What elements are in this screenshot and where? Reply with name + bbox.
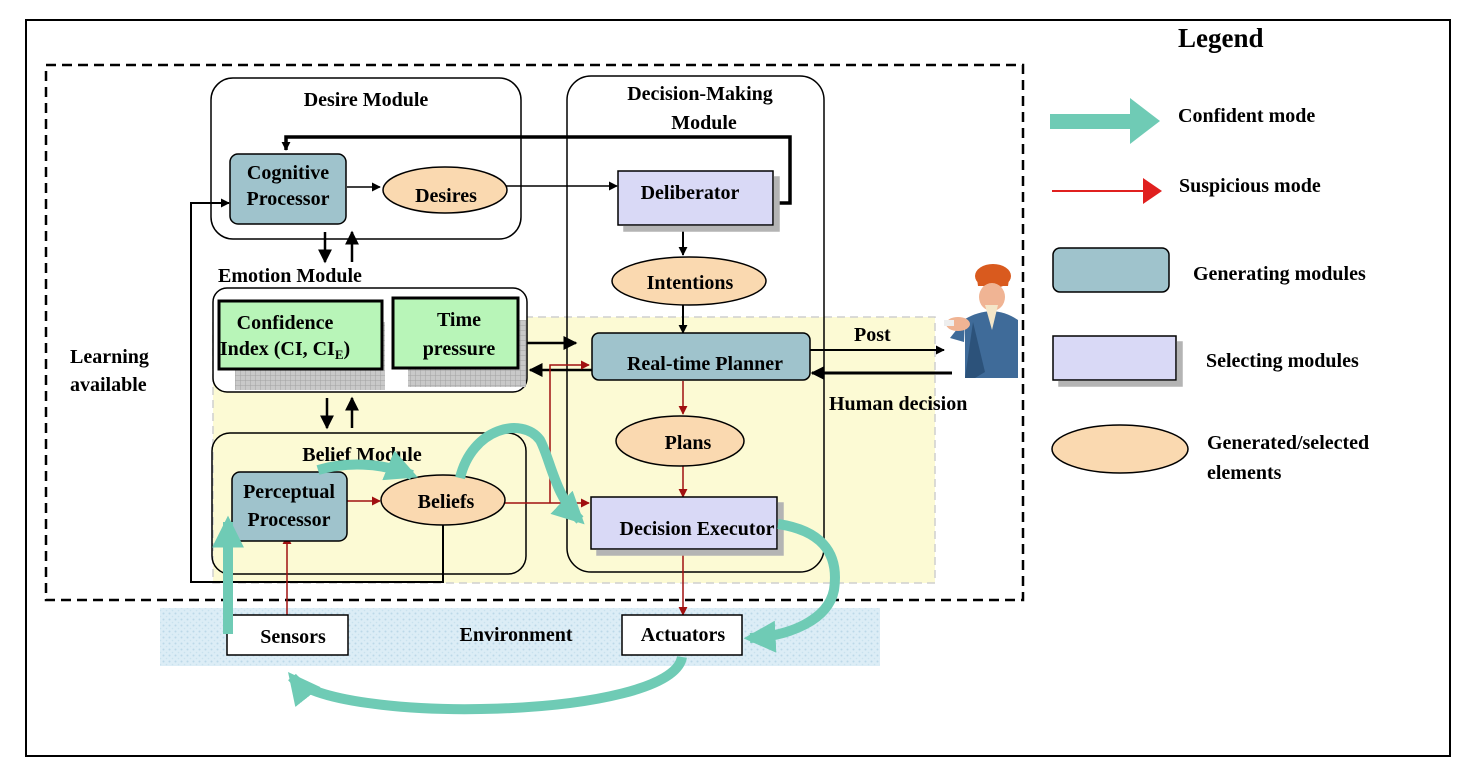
perceptual-processor-label-1: Perceptual	[243, 481, 335, 503]
sensors-label: Sensors	[260, 626, 326, 648]
desires-ellipse	[382, 166, 508, 214]
realtime-planner-box	[591, 332, 811, 381]
legend-suspicious-label: Suspicious mode	[1179, 175, 1321, 197]
decision-module-title-2: Module	[671, 112, 737, 134]
desire-module-title: Desire Module	[304, 89, 429, 111]
time-pressure-box	[391, 296, 520, 370]
perceptual-processor-box	[231, 471, 348, 542]
plans-label: Plans	[665, 432, 712, 454]
deliberator-label: Deliberator	[641, 182, 740, 204]
decision-making-module-box	[566, 75, 825, 573]
legend-generating-swatch	[1052, 247, 1170, 293]
actuators-box	[621, 614, 743, 656]
confidence-index-label-2: Index (CI, CIE)	[220, 338, 350, 362]
actuators-label: Actuators	[641, 624, 726, 646]
confidence-index-label-1: Confidence	[237, 312, 334, 334]
emotion-module-title: Emotion Module	[218, 265, 362, 287]
cognitive-processor-label-2: Processor	[247, 188, 330, 210]
beliefs-ellipse	[380, 474, 506, 526]
confidence-index-box	[217, 299, 384, 371]
human-operator-icon	[944, 264, 1018, 378]
legend-generating-label: Generating modules	[1193, 263, 1366, 285]
intentions-label: Intentions	[647, 272, 734, 294]
learning-label-1: Learning	[70, 346, 149, 368]
outer-frame	[25, 19, 1451, 757]
human-decision-label: Human decision	[829, 393, 967, 415]
time-pressure-label-1: Time	[437, 309, 481, 331]
legend-selecting-label: Selecting modules	[1206, 350, 1359, 372]
legend-element-label-2: elements	[1207, 462, 1282, 484]
legend-confident-label: Confident mode	[1178, 105, 1315, 127]
perceptual-processor-label-2: Processor	[248, 509, 331, 531]
legend-selecting-swatch	[1052, 335, 1177, 381]
sensors-box	[226, 614, 349, 656]
decision-executor-label: Decision Executor	[620, 518, 775, 540]
beliefs-label: Beliefs	[418, 491, 475, 513]
confident-perceptual-to-beliefs	[316, 450, 418, 481]
legend-element-swatch	[1051, 424, 1189, 474]
learning-boundary	[44, 63, 1025, 602]
cognitive-processor-label-1: Cognitive	[247, 162, 329, 184]
realtime-planner-label: Real-time Planner	[627, 353, 783, 375]
learning-label-2: available	[70, 374, 147, 396]
time-pressure-label-2: pressure	[423, 338, 496, 360]
deliberator-feedback-arrow	[281, 135, 792, 205]
cognitive-processor-box	[229, 153, 347, 225]
decision-executor-box	[590, 496, 778, 550]
decision-module-title-1: Decision-Making	[627, 83, 773, 105]
legend-confident-swatch	[1050, 98, 1160, 144]
environment-label: Environment	[460, 624, 573, 646]
deliberator-box	[617, 170, 774, 226]
confident-beliefs-to-executor	[455, 423, 585, 525]
intentions-ellipse	[611, 256, 767, 306]
legend-element-label-1: Generated/selected	[1207, 432, 1369, 454]
plans-ellipse	[615, 415, 745, 467]
confident-executor-to-actuators	[743, 519, 840, 653]
confident-actuators-to-sensors	[288, 655, 687, 715]
desires-label: Desires	[415, 185, 477, 207]
legend-title: Legend	[1178, 23, 1264, 53]
legend-suspicious-swatch	[1052, 178, 1162, 204]
post-label: Post	[854, 324, 891, 346]
learning-loop-arrow	[190, 198, 444, 583]
